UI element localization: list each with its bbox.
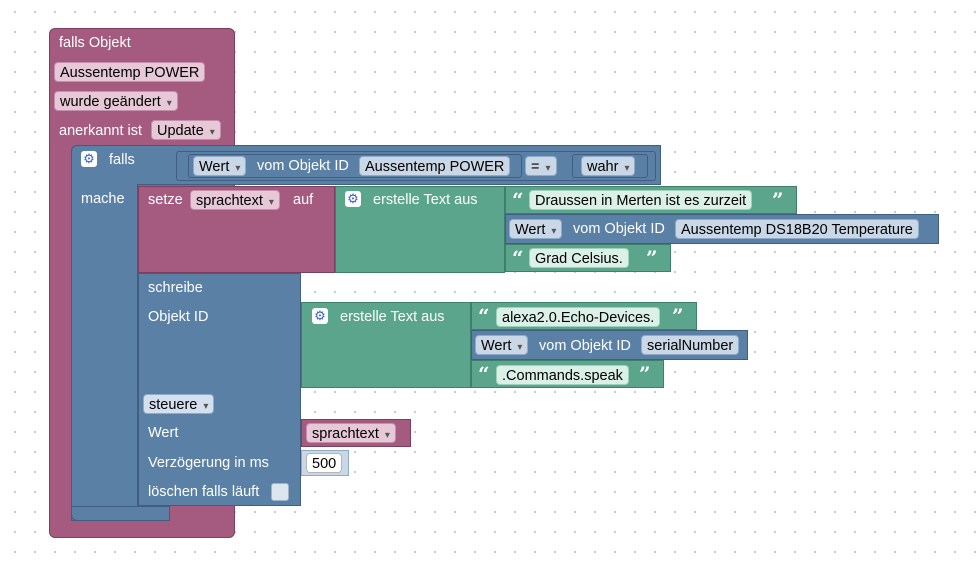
do-label: mache (81, 191, 125, 207)
quote-open-icon: “ (512, 188, 524, 212)
write-label: schreibe (148, 280, 203, 296)
value-dropdown[interactable]: Wert▾ (509, 219, 563, 239)
event-trigger-dropdown[interactable]: wurde geändert▾ (54, 91, 178, 111)
text-field-2[interactable]: Grad Celsius. (529, 248, 629, 268)
set-label: setze (148, 192, 183, 208)
chevron-down-icon: ▾ (545, 163, 551, 174)
operator-dropdown[interactable]: =▾ (525, 156, 557, 176)
quote-open-icon: “ (478, 304, 490, 328)
variable-dropdown[interactable]: sprachtext▾ (306, 423, 396, 443)
clear-label: löschen falls läuft (148, 484, 260, 500)
set-variable-dropdown[interactable]: sprachtext▾ (190, 190, 280, 210)
chevron-down-icon: ▾ (624, 163, 630, 174)
clear-checkbox[interactable] (271, 483, 289, 501)
quote-open-icon: “ (512, 246, 524, 270)
create-text-label: erstelle Text aus (373, 192, 478, 208)
quote-close-icon: ” (639, 362, 651, 386)
if-block-bottom (71, 506, 170, 521)
chevron-down-icon: ▾ (268, 197, 274, 208)
mode-dropdown[interactable]: steuere▾ (143, 394, 215, 414)
cond-object-field[interactable]: Aussentemp POWER (359, 156, 511, 176)
gear-icon[interactable]: ⚙ (81, 151, 97, 167)
quote-close-icon: ” (772, 188, 784, 212)
delay-input[interactable]: 500 (306, 453, 343, 473)
cond-of-object-label: vom Objekt ID (257, 158, 349, 174)
cond-value-dropdown[interactable]: Wert▾ (193, 156, 247, 176)
of-object-label: vom Objekt ID (573, 221, 665, 237)
chevron-down-icon: ▾ (517, 342, 523, 353)
create-text-label-2: erstelle Text aus (340, 309, 445, 325)
event-ack-label: anerkannt ist (59, 123, 143, 139)
text-field-1[interactable]: Draussen in Merten ist es zurzeit (529, 190, 753, 210)
text-field-3[interactable]: alexa2.0.Echo-Devices. (496, 307, 661, 327)
event-object-field[interactable]: Aussentemp POWER (54, 62, 206, 82)
quote-close-icon: ” (646, 246, 658, 270)
chevron-down-icon: ▾ (209, 127, 215, 138)
quote-open-icon: “ (478, 362, 490, 386)
if-label: falls (109, 152, 135, 168)
object-field-2[interactable]: serialNumber (641, 335, 740, 355)
of-object-label-2: vom Objekt ID (539, 338, 631, 354)
chevron-down-icon: ▾ (235, 163, 241, 174)
write-block[interactable] (138, 273, 301, 506)
chevron-down-icon: ▾ (166, 98, 172, 109)
event-ack-dropdown[interactable]: Update▾ (151, 120, 221, 140)
value-dropdown-2[interactable]: Wert▾ (475, 335, 529, 355)
create-text-block-2[interactable] (301, 302, 471, 388)
object-id-label: Objekt ID (148, 309, 209, 325)
chevron-down-icon: ▾ (384, 430, 390, 441)
quote-close-icon: ” (672, 304, 684, 328)
object-field[interactable]: Aussentemp DS18B20 Temperature (675, 219, 919, 239)
event-title: falls Objekt (59, 35, 131, 51)
chevron-down-icon: ▾ (551, 226, 557, 237)
compare-value-dropdown[interactable]: wahr▾ (581, 156, 636, 176)
to-label: auf (293, 192, 314, 208)
delay-label: Verzögerung in ms (148, 455, 269, 471)
value-field-label: Wert (148, 425, 179, 441)
gear-icon[interactable]: ⚙ (345, 191, 361, 207)
text-field-4[interactable]: .Commands.speak (496, 365, 629, 385)
gear-icon[interactable]: ⚙ (312, 308, 328, 324)
create-text-block[interactable] (335, 186, 505, 273)
chevron-down-icon: ▾ (203, 401, 209, 412)
if-block-spine (71, 184, 138, 521)
